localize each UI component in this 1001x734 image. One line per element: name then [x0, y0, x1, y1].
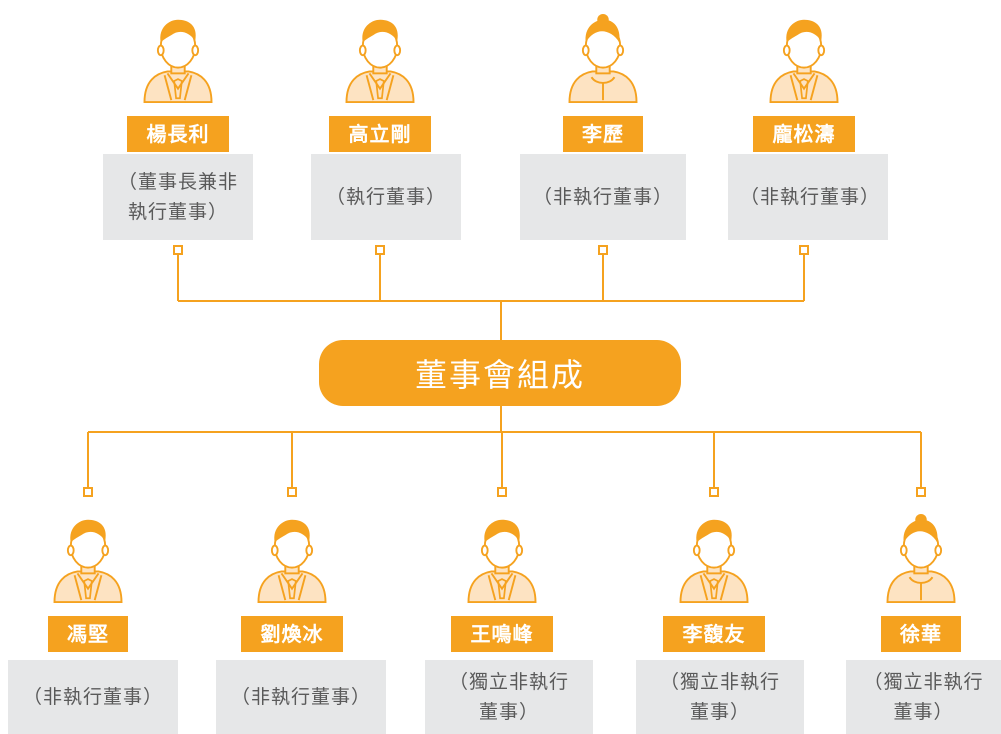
- director-role: （非執行董事）: [520, 154, 686, 240]
- connector-node: [287, 487, 297, 497]
- director-role: （非執行董事）: [8, 660, 178, 734]
- director-name: 馮堅: [48, 616, 128, 652]
- female-director-icon: [558, 14, 648, 104]
- director-role: （獨立非執行董事）: [425, 660, 593, 734]
- male-director-icon: [669, 514, 759, 604]
- male-director-icon: [133, 14, 223, 104]
- director-name: 李歷: [563, 116, 643, 152]
- director-role: （獨立非執行董事）: [846, 660, 1001, 734]
- director-role: （獨立非執行董事）: [636, 660, 804, 734]
- director-name: 楊長利: [127, 116, 229, 152]
- connector-node: [916, 487, 926, 497]
- male-director-icon: [335, 14, 425, 104]
- connector-node: [709, 487, 719, 497]
- director-name: 高立剛: [329, 116, 431, 152]
- female-director-icon: [876, 514, 966, 604]
- connector-node: [83, 487, 93, 497]
- director-role: （執行董事）: [311, 154, 461, 240]
- connector-node: [799, 245, 809, 255]
- connector-node: [375, 245, 385, 255]
- male-director-icon: [457, 514, 547, 604]
- director-role: （非執行董事）: [216, 660, 386, 734]
- director-name: 李馥友: [663, 616, 765, 652]
- director-name: 徐華: [881, 616, 961, 652]
- board-composition-title: 董事會組成: [319, 340, 681, 406]
- connector-node: [497, 487, 507, 497]
- connector-node: [598, 245, 608, 255]
- director-role: （非執行董事）: [728, 154, 888, 240]
- connector-node: [173, 245, 183, 255]
- director-role: （董事長兼非執行董事）: [103, 154, 253, 240]
- director-name: 王鳴峰: [451, 616, 553, 652]
- director-name: 龐松濤: [753, 116, 855, 152]
- director-name: 劉煥冰: [241, 616, 343, 652]
- male-director-icon: [247, 514, 337, 604]
- male-director-icon: [43, 514, 133, 604]
- male-director-icon: [759, 14, 849, 104]
